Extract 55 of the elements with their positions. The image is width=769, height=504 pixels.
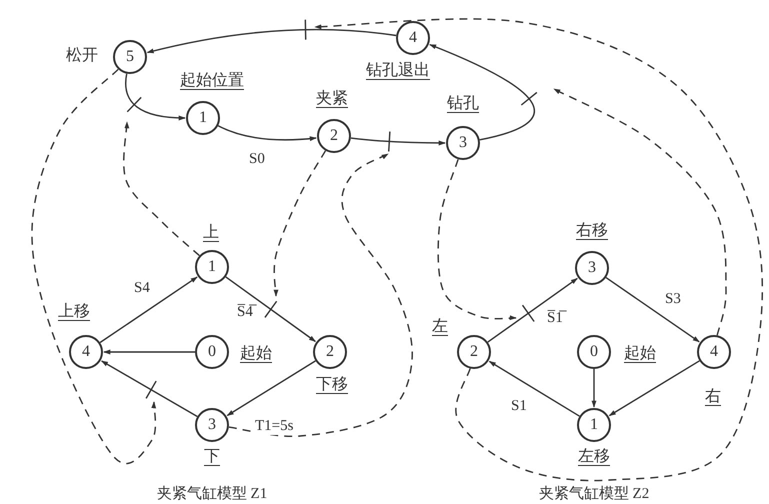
dashed-arrow — [123, 121, 200, 256]
state-circle: 4 — [69, 335, 103, 369]
state-circle: 2 — [457, 335, 491, 369]
state-circle: 3 — [446, 126, 480, 160]
arrow — [218, 125, 317, 142]
arrow — [608, 360, 700, 416]
state-label: 松开 — [66, 46, 98, 66]
state-circle: 4 — [396, 21, 430, 55]
state-circle: 0 — [195, 335, 229, 369]
state-circle: 1 — [186, 101, 220, 135]
edge-label: T1=5s — [254, 417, 294, 435]
state-label: 起始 — [240, 344, 272, 364]
arrow — [606, 277, 700, 342]
dashed-arrow — [31, 68, 157, 464]
state-label: 右 — [705, 387, 721, 407]
state-label: 钻孔 — [447, 94, 479, 114]
state-label: 右移 — [576, 221, 608, 241]
state-label: 起始 — [624, 344, 656, 364]
caption: 夹紧气缸模型 Z1 — [156, 484, 268, 503]
state-circle: 5 — [113, 40, 147, 74]
state-label: 下 — [204, 447, 220, 467]
dashed-arrow — [437, 159, 517, 320]
state-circle: 3 — [575, 251, 609, 285]
arrow — [488, 360, 580, 417]
state-label: 起始位置 — [180, 71, 244, 91]
state-circle: 2 — [313, 335, 347, 369]
state-label: 左 — [432, 317, 448, 337]
dashed-arrow — [228, 153, 413, 437]
arrow — [592, 369, 596, 408]
state-circle: 1 — [195, 250, 229, 284]
dashed-arrow — [314, 18, 763, 482]
arrow — [146, 28, 396, 54]
state-label: 钻孔退出 — [366, 60, 430, 81]
arrow — [125, 74, 186, 120]
arrow — [100, 276, 198, 344]
state-circle: 4 — [697, 335, 731, 369]
state-label: 夹紧 — [316, 88, 348, 109]
arrow — [487, 278, 578, 343]
dashed-arrow — [273, 150, 326, 297]
state-circle: 3 — [195, 408, 229, 442]
arrow — [226, 360, 316, 416]
state-label: 上 — [203, 222, 219, 243]
arrow — [225, 276, 316, 342]
state-circle: 2 — [317, 119, 351, 153]
arrow — [103, 350, 195, 354]
state-label: 左移 — [578, 447, 610, 467]
state-label: 上移 — [58, 302, 90, 322]
dashed-arrow — [553, 88, 727, 336]
arrow — [429, 44, 536, 140]
state-circle: 0 — [577, 335, 611, 369]
arrow — [101, 360, 198, 418]
arrow — [350, 137, 446, 146]
state-label: 下移 — [316, 375, 348, 395]
state-circle: 1 — [577, 408, 611, 442]
caption: 夹紧气缸模型 Z2 — [538, 484, 650, 503]
